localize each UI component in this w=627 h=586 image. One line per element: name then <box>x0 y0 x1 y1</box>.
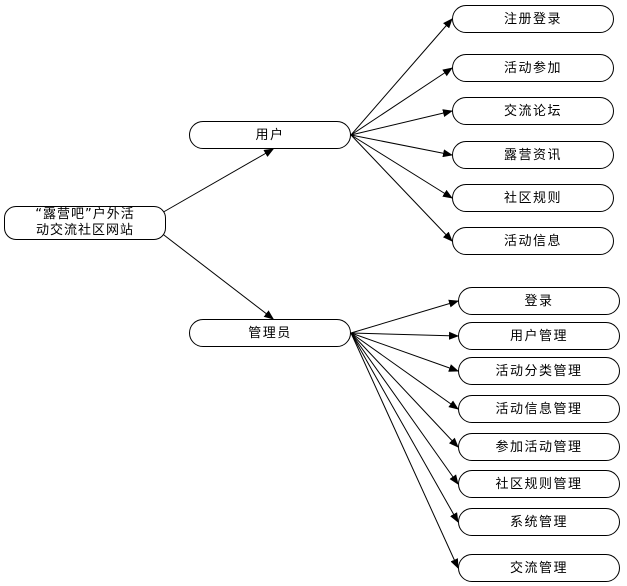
user-node-activity-join: 活动参加 <box>452 54 614 82</box>
node-label: 登录 <box>524 293 554 309</box>
edge-0-4 <box>350 134 453 199</box>
admin-node-activity-category-management: 活动分类管理 <box>458 357 620 385</box>
branch-label: 管理员 <box>248 325 292 341</box>
admin-node-exchange-management: 交流管理 <box>458 554 620 582</box>
edge-root-to-user <box>159 148 275 215</box>
edge-0-5 <box>350 134 453 242</box>
node-label: 参加活动管理 <box>495 439 583 455</box>
node-label: 系统管理 <box>509 514 568 530</box>
edge-1-1 <box>350 331 459 340</box>
edge-root-to-admin <box>159 231 275 320</box>
admin-node-join-activity-management: 参加活动管理 <box>458 433 620 461</box>
branch-label: 用户 <box>255 127 285 143</box>
branch-node-admin: 管理员 <box>189 319 351 347</box>
node-label: 社区规则 <box>503 190 562 206</box>
edge-1-3 <box>350 332 459 410</box>
user-node-forum: 交流论坛 <box>452 97 614 125</box>
node-label: 交流论坛 <box>503 103 562 119</box>
node-label: 活动信息 <box>503 233 562 249</box>
edge-0-0 <box>350 18 453 136</box>
node-label: 注册登录 <box>503 11 562 27</box>
edge-0-1 <box>350 67 453 136</box>
edge-0-2 <box>350 109 453 136</box>
edge-1-2 <box>350 332 459 372</box>
user-node-camping-news: 露营资讯 <box>452 141 614 169</box>
root-label-line1: “露营吧”户外活 <box>35 207 135 222</box>
user-node-activity-info: 活动信息 <box>452 227 614 255</box>
edge-1-7 <box>350 332 459 569</box>
branch-node-user: 用户 <box>189 121 351 149</box>
root-node: “露营吧”户外活 动交流社区网站 <box>4 206 166 240</box>
admin-node-user-management: 用户管理 <box>458 322 620 350</box>
node-label: 交流管理 <box>509 560 568 576</box>
edge-0-3 <box>350 134 453 158</box>
user-node-community-rules: 社区规则 <box>452 184 614 212</box>
node-label: 活动分类管理 <box>495 363 583 379</box>
node-label: 活动参加 <box>503 60 562 76</box>
admin-node-login: 登录 <box>458 287 620 315</box>
edge-1-0 <box>350 299 459 334</box>
edge-1-6 <box>350 332 459 523</box>
edge-1-4 <box>350 332 459 448</box>
node-label: 露营资讯 <box>503 147 562 163</box>
node-label: 社区规则管理 <box>495 476 583 492</box>
root-label-line2: 动交流社区网站 <box>35 223 134 238</box>
node-label: 用户管理 <box>509 328 568 344</box>
node-label: 活动信息管理 <box>495 401 583 417</box>
admin-node-activity-info-management: 活动信息管理 <box>458 395 620 423</box>
admin-node-system-management: 系统管理 <box>458 508 620 536</box>
admin-node-community-rules-management: 社区规则管理 <box>458 470 620 498</box>
user-node-register-login: 注册登录 <box>452 5 614 33</box>
edge-1-5 <box>350 332 459 485</box>
